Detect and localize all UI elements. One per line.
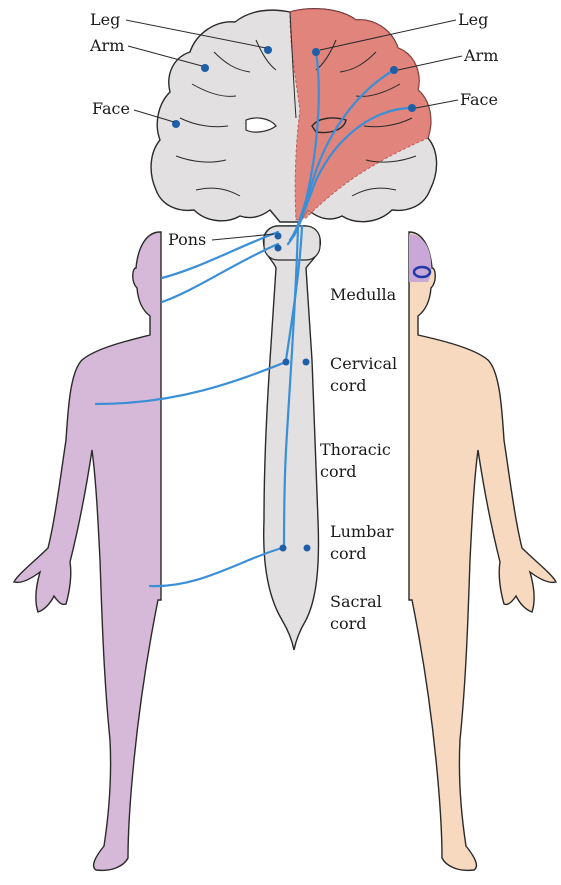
marker-lumbar-tract [280, 545, 287, 552]
label-arm-right: Arm [464, 46, 498, 65]
label-lumbar-line1: Lumbar [330, 522, 394, 541]
marker-leg-right [312, 48, 320, 56]
label-thoracic-line1: Thoracic [320, 440, 391, 459]
marker-lumbar-cord [304, 545, 311, 552]
pons-bulge [264, 226, 320, 260]
label-leg-right: Leg [458, 10, 488, 29]
marker-pons-1 [275, 233, 282, 240]
spinal-cord [264, 226, 321, 650]
marker-arm-right [390, 66, 398, 74]
label-pons: Pons [168, 230, 206, 249]
left-body [14, 232, 161, 870]
brain [151, 9, 437, 222]
label-sacral-line2: cord [330, 614, 366, 633]
label-thoracic-line2: cord [320, 462, 356, 481]
label-cervical-line2: cord [330, 376, 366, 395]
marker-cervical-tract [283, 359, 290, 366]
label-arm-left: Arm [90, 36, 124, 55]
label-sacral-line1: Sacral [330, 592, 382, 611]
cord-outline [264, 226, 321, 650]
label-lumbar-line2: cord [330, 544, 366, 563]
label-face-left: Face [92, 99, 130, 118]
label-medulla: Medulla [330, 285, 396, 304]
marker-cervical-cord [303, 359, 310, 366]
marker-face-left [172, 120, 180, 128]
label-leg-left: Leg [90, 10, 120, 29]
right-body [409, 232, 556, 870]
label-cervical-line1: Cervical [330, 354, 397, 373]
label-face-right: Face [460, 90, 498, 109]
right-body-silhouette [409, 232, 556, 870]
marker-leg-left [264, 46, 272, 54]
marker-face-right [408, 104, 416, 112]
lumbar-to-hand [150, 548, 282, 586]
marker-arm-left [201, 64, 209, 72]
left-body-silhouette [14, 232, 161, 870]
marker-pons-2 [275, 245, 282, 252]
